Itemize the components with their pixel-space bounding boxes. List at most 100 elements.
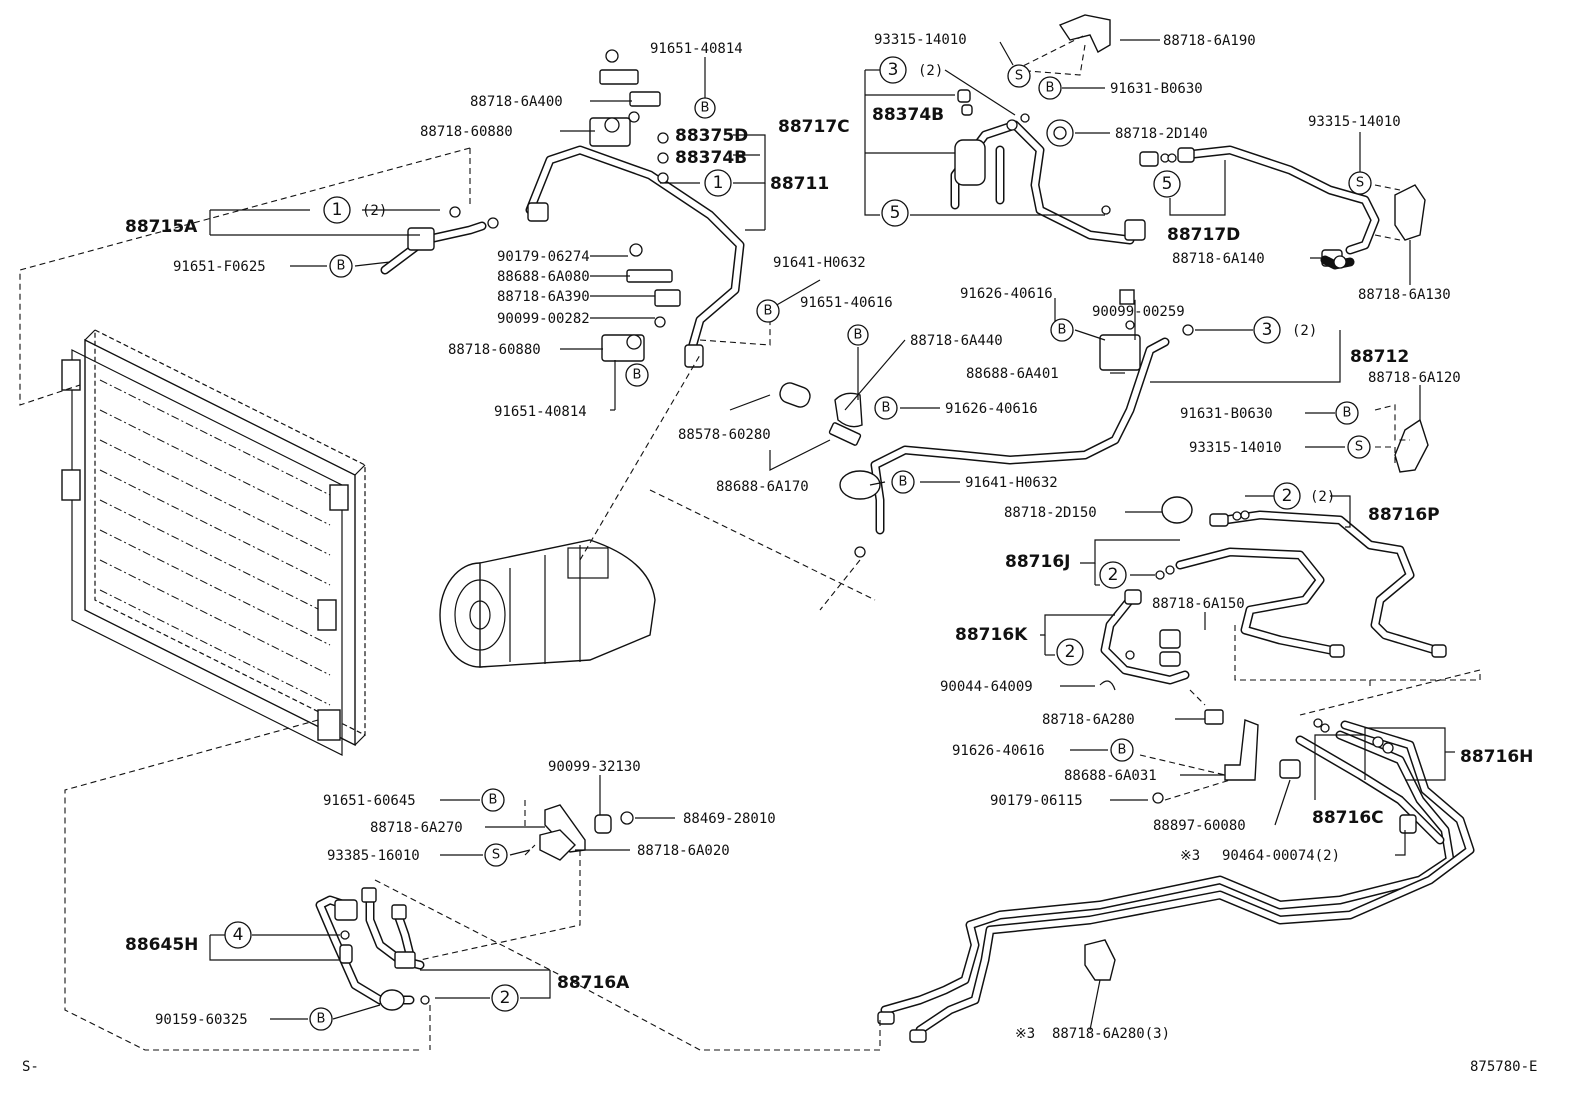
part-label: 93315-14010: [874, 32, 967, 48]
svg-text:B: B: [489, 793, 498, 808]
marker-1: [323, 196, 351, 224]
marker-3: [879, 56, 907, 84]
marker-4: [224, 921, 252, 949]
part-label: 88688-6A031: [1064, 768, 1157, 784]
part-label: 88718-6A390: [497, 289, 590, 305]
qty-label: (2): [1310, 489, 1335, 505]
assembly-label: 88717C: [778, 117, 850, 137]
pipe-88716a: [315, 804, 634, 1011]
assembly-label: 88374B: [872, 105, 944, 125]
marker-b: [847, 324, 869, 346]
assembly-label: 88716J: [1005, 552, 1070, 572]
assembly-labels: 88715A 88375D 88374B 88711 88717C 88374B…: [125, 105, 1533, 993]
assembly-label: 88711: [770, 174, 829, 194]
part-label: 93315-14010: [1308, 114, 1401, 130]
marker-2: [1099, 561, 1127, 589]
svg-text:4: 4: [233, 925, 244, 945]
part-label: 91631-B0630: [1180, 406, 1273, 422]
svg-text:5: 5: [890, 203, 901, 223]
part-label: 91651-F0625: [173, 259, 266, 275]
marker-b: [1050, 318, 1074, 342]
part-label: 90464-00074(2): [1222, 848, 1340, 864]
marker-b: [756, 299, 780, 323]
part-label: 90179-06274: [497, 249, 590, 265]
marker-b: [1110, 738, 1134, 762]
hose-88712: [779, 289, 1194, 558]
note-mark: ※3: [1015, 1026, 1035, 1042]
svg-text:B: B: [882, 401, 891, 416]
leader-lines: [209, 39, 1455, 1031]
corner-code-right: 875780-E: [1470, 1059, 1537, 1075]
svg-text:S: S: [1015, 69, 1023, 84]
part-label: 93385-16010: [327, 848, 420, 864]
marker-b: [874, 396, 898, 420]
note-mark: ※3: [1180, 848, 1200, 864]
pipe-88716h: [877, 709, 1475, 1043]
svg-text:3: 3: [1262, 320, 1273, 340]
svg-text:S: S: [492, 848, 500, 863]
part-label: 88688-6A080: [497, 269, 590, 285]
part-label: 88718-6A020: [637, 843, 730, 859]
assembly-label: 88717D: [1167, 225, 1240, 245]
assembly-label: 88645H: [125, 935, 198, 955]
part-label: 88718-6A140: [1172, 251, 1265, 267]
assembly-label: 88716K: [955, 625, 1028, 645]
marker-2: [1273, 482, 1301, 510]
part-label: 88718-6A280(3): [1052, 1026, 1170, 1042]
svg-text:S: S: [1356, 176, 1364, 191]
part-label: 88718-6A400: [470, 94, 563, 110]
pipe-88716j: [1155, 547, 1345, 658]
marker-s: [484, 843, 508, 867]
part-label: 88718-6A440: [910, 333, 1003, 349]
svg-text:B: B: [337, 259, 346, 274]
pipe-88715a: [380, 206, 499, 275]
assembly-label: 88715A: [125, 217, 198, 237]
part-labels: 91651-40814 88718-6A400 88718-60880 9017…: [155, 32, 1461, 1042]
marker-b: [1335, 401, 1359, 425]
part-label: 88469-28010: [683, 811, 776, 827]
marker-b: [694, 97, 716, 119]
part-label: 91626-40616: [960, 286, 1053, 302]
svg-text:3: 3: [888, 60, 899, 80]
marker-b: [309, 1007, 333, 1031]
svg-text:B: B: [1058, 323, 1067, 338]
part-label: 90159-60325: [155, 1012, 248, 1028]
marker-s: [1007, 64, 1031, 88]
part-label: 90099-00259: [1092, 304, 1185, 320]
part-label: 91651-40814: [650, 41, 743, 57]
svg-text:B: B: [1118, 743, 1127, 758]
svg-text:2: 2: [500, 988, 511, 1008]
part-label: 91631-B0630: [1110, 81, 1203, 97]
part-label: 91626-40616: [945, 401, 1038, 417]
condenser: [61, 329, 366, 756]
assembly-label: 88716A: [557, 973, 630, 993]
part-label: 91641-H0632: [965, 475, 1058, 491]
part-label: 91641-H0632: [773, 255, 866, 271]
marker-b: [625, 363, 649, 387]
part-label: 88718-60880: [420, 124, 513, 140]
marker-5: [881, 199, 909, 227]
svg-text:B: B: [764, 304, 773, 319]
corner-code-left: S-: [22, 1059, 39, 1075]
part-label: 88718-6A120: [1368, 370, 1461, 386]
part-label: 88578-60280: [678, 427, 771, 443]
qty-label: (2): [362, 203, 387, 219]
svg-text:B: B: [701, 101, 710, 116]
part-label: 90099-32130: [548, 759, 641, 775]
qty-label: (2): [1292, 323, 1317, 339]
svg-text:B: B: [854, 328, 863, 343]
qty-label: (2): [918, 63, 943, 79]
marker-3: [1253, 316, 1281, 344]
marker-b: [891, 470, 915, 494]
part-label: 91626-40616: [952, 743, 1045, 759]
part-label: 88718-6A280: [1042, 712, 1135, 728]
svg-text:1: 1: [332, 200, 343, 220]
part-label: 88688-6A401: [966, 366, 1059, 382]
part-label: 91651-60645: [323, 793, 416, 809]
pipe-88716k: [1099, 589, 1190, 691]
svg-text:B: B: [899, 475, 908, 490]
svg-text:S: S: [1355, 440, 1363, 455]
hose-88711: [525, 49, 745, 368]
svg-text:B: B: [633, 368, 642, 383]
